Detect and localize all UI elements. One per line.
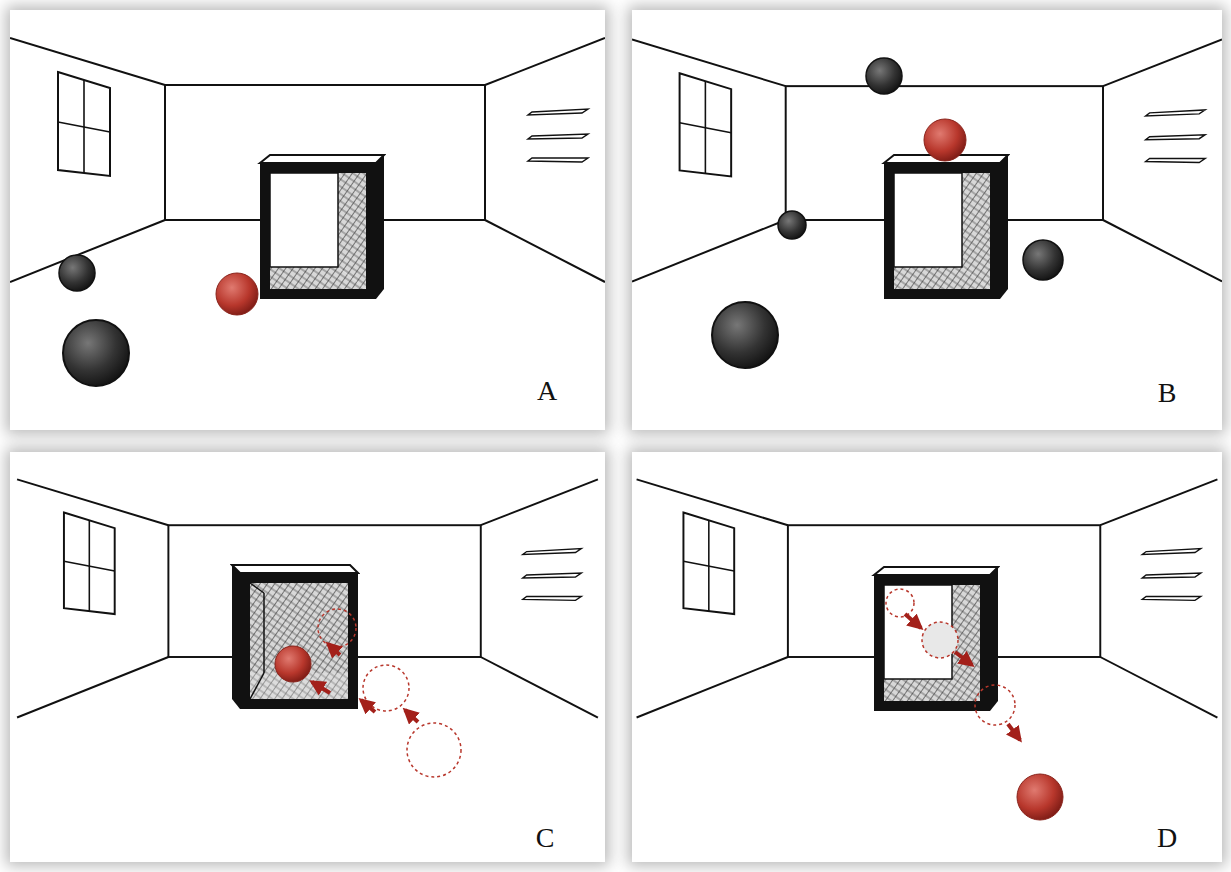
dark-ball [59,255,95,291]
room-sketch [17,479,598,717]
dark-ball [1023,240,1063,280]
ball-trace [886,589,914,617]
dark-ball [63,320,129,386]
motion-arrow [1008,724,1020,740]
red-ball [216,273,258,315]
motion-arrow [905,614,921,628]
open-box [260,155,384,299]
ball-trace [975,685,1015,725]
dark-ball [778,211,806,239]
panel-letter: D [1157,824,1177,852]
motion-arrow [312,682,330,693]
motion-arrow [361,700,375,712]
ball-trace [363,665,409,711]
dark-ball [712,302,778,368]
red-ball [924,119,966,161]
ball-trace [922,622,958,658]
red-ball [1017,774,1063,820]
panel-letter: C [536,824,555,852]
panel-letter: B [1158,379,1177,407]
dark-ball [866,58,902,94]
open-box [884,155,1008,299]
motion-arrow [328,644,340,655]
red-ball [275,646,311,682]
panel-letter: A [537,377,557,405]
ball-trace [407,723,461,777]
room-sketch [637,479,1218,717]
motion-arrow [405,710,418,722]
ball-trace [318,609,356,647]
open-box [874,567,998,711]
open-box [232,565,358,709]
motion-arrow [955,652,972,665]
